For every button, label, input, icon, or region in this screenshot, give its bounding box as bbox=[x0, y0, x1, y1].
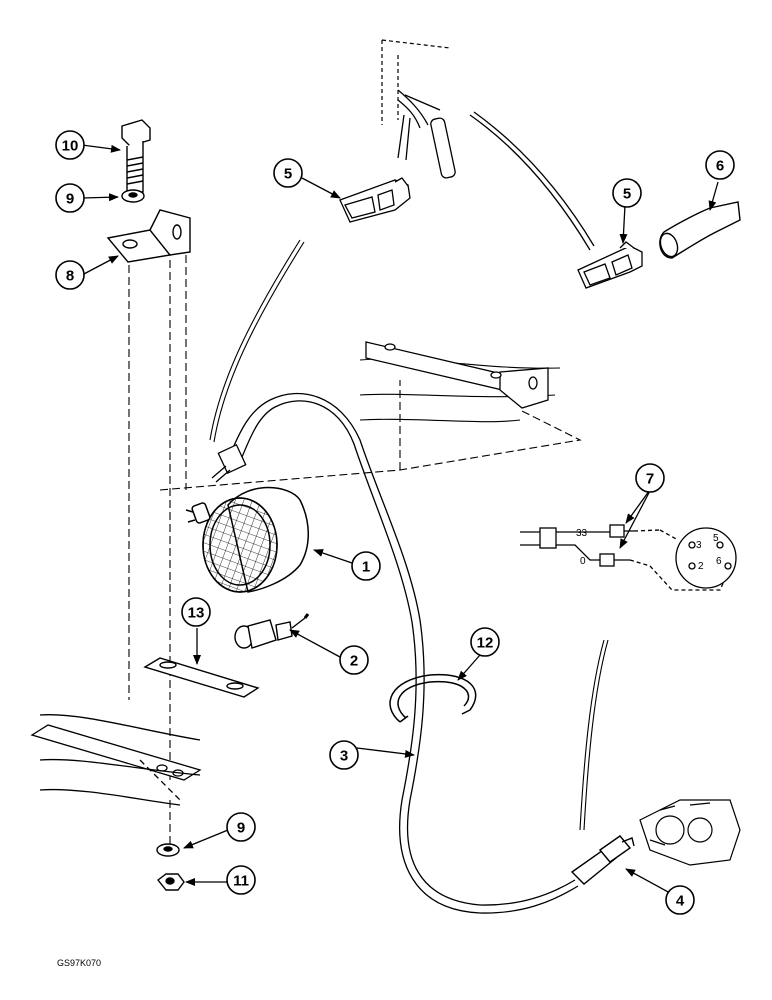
pin-label-2: 2 bbox=[698, 561, 704, 572]
callout-12: 12 bbox=[477, 635, 494, 652]
lamp-power-cable bbox=[211, 392, 579, 914]
callout-arrows bbox=[81, 144, 719, 894]
pin-label-5: 5 bbox=[713, 533, 719, 544]
callout-9-bottom: 9 bbox=[237, 820, 245, 837]
washer-bottom bbox=[156, 843, 180, 857]
wiring-labels: 33 0 3 5 2 6 bbox=[576, 528, 722, 572]
lamp-bulb bbox=[234, 613, 310, 649]
callout-1: 1 bbox=[362, 559, 370, 576]
panel-outline-top bbox=[381, 39, 451, 125]
circlip bbox=[389, 673, 477, 723]
wire-label-33: 33 bbox=[576, 528, 588, 539]
spade-terminal-right bbox=[577, 241, 643, 289]
frame-lower bbox=[30, 714, 202, 806]
mounting-bracket bbox=[106, 209, 191, 263]
spacer-plate bbox=[143, 657, 260, 698]
bolt bbox=[121, 119, 151, 193]
socket-plug bbox=[570, 835, 635, 885]
callout-7: 7 bbox=[646, 471, 654, 488]
pin-label-6: 6 bbox=[716, 556, 722, 567]
wiring-harness-top bbox=[397, 89, 595, 251]
callout-5-left: 5 bbox=[284, 166, 292, 183]
callout-6: 6 bbox=[716, 158, 724, 175]
callout-2: 2 bbox=[350, 653, 358, 670]
wiring-schematic bbox=[520, 524, 737, 591]
callout-11: 11 bbox=[233, 873, 249, 890]
callout-8: 8 bbox=[66, 268, 74, 285]
alignment-lines-left bbox=[128, 255, 187, 850]
pin-label-3: 3 bbox=[696, 540, 702, 551]
callout-4: 4 bbox=[676, 893, 685, 910]
callout-3: 3 bbox=[340, 748, 348, 765]
terminal-insulator-sleeve bbox=[659, 201, 741, 259]
callout-bubbles bbox=[55, 130, 735, 915]
lamp-thin-wire bbox=[209, 239, 305, 443]
spade-terminal-left bbox=[339, 177, 411, 223]
callout-10: 10 bbox=[62, 138, 79, 155]
callout-9-top: 9 bbox=[66, 191, 74, 208]
figure-reference-code: GS97K070 bbox=[57, 958, 101, 968]
frame-bar-upper bbox=[365, 341, 549, 409]
washer-top bbox=[121, 189, 145, 203]
callout-labels: 10 9 8 5 5 6 7 1 2 13 12 3 4 9 11 bbox=[62, 138, 725, 910]
callout-13: 13 bbox=[188, 605, 205, 622]
wire-label-0: 0 bbox=[580, 556, 586, 567]
hex-nut bbox=[157, 873, 185, 891]
machine-socket bbox=[639, 799, 741, 866]
socket-wire bbox=[579, 639, 609, 831]
work-lamp bbox=[185, 486, 309, 593]
callout-5-right: 5 bbox=[623, 186, 631, 203]
